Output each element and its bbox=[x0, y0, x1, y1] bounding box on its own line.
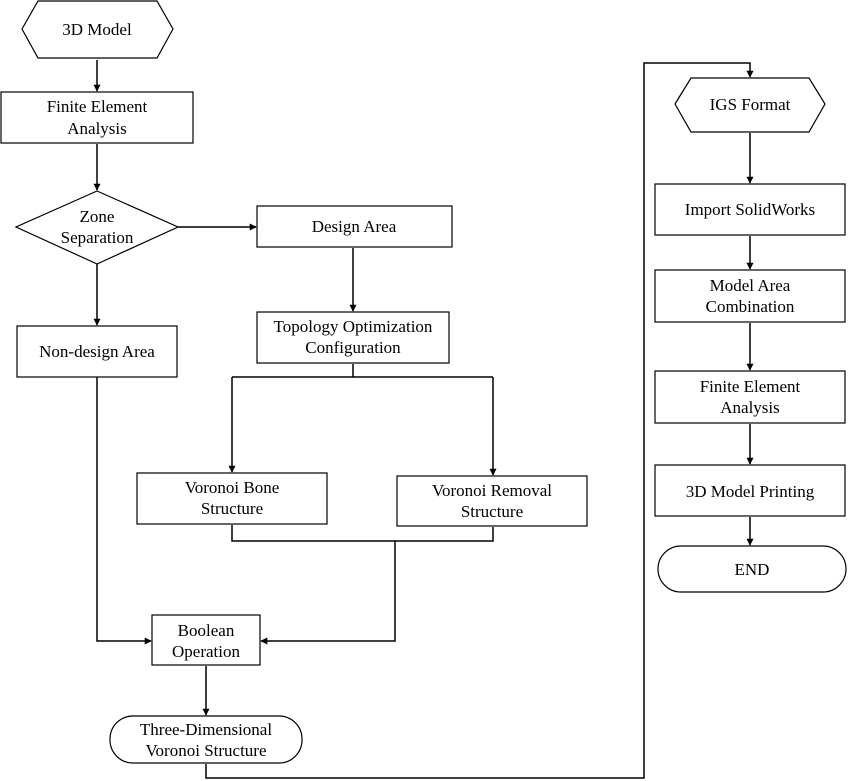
node-3d-model-printing: 3D Model Printing bbox=[654, 464, 846, 517]
node-finite-element-analysis-1: Finite Element Analysis bbox=[0, 91, 194, 144]
node-zone-label-line1: Zone bbox=[80, 207, 115, 226]
node-non-design-area: Non-design Area bbox=[16, 325, 178, 378]
node-end-label: END bbox=[735, 560, 770, 579]
node-bone-label-line1: Voronoi Bone bbox=[185, 478, 280, 497]
node-combo-label-line2: Combination bbox=[706, 297, 795, 316]
node-combo-label-line1: Model Area bbox=[710, 276, 791, 295]
node-igs-format: IGS Format bbox=[674, 77, 826, 133]
node-import-solidworks: Import SolidWorks bbox=[654, 183, 846, 236]
node-voronoi-bone-structure: Voronoi Bone Structure bbox=[136, 472, 328, 525]
node-boolean-label-line2: Operation bbox=[172, 642, 240, 661]
node-3d-voronoi-label-line1: Three-Dimensional bbox=[140, 720, 272, 739]
edge-nondesign-to-boolean bbox=[96, 377, 152, 645]
node-design-area-label: Design Area bbox=[312, 217, 397, 236]
node-model-area-combination: Model Area Combination bbox=[654, 269, 846, 323]
node-end: END bbox=[657, 545, 847, 593]
edge-structures-merge bbox=[231, 525, 494, 542]
node-3d-model-label: 3D Model bbox=[62, 20, 132, 39]
edge-merge-to-boolean bbox=[260, 541, 396, 645]
node-removal-label-line1: Voronoi Removal bbox=[432, 481, 552, 500]
node-igs-format-label: IGS Format bbox=[710, 95, 791, 114]
node-design-area: Design Area bbox=[256, 205, 453, 248]
node-fea-1-label-line1: Finite Element bbox=[47, 97, 148, 116]
node-3d-model: 3D Model bbox=[21, 0, 174, 59]
node-non-design-area-label: Non-design Area bbox=[39, 342, 155, 361]
node-three-dimensional-voronoi: Three-Dimensional Voronoi Structure bbox=[109, 715, 303, 764]
node-3d-voronoi-label-line2: Voronoi Structure bbox=[145, 741, 266, 760]
node-fea-2-label-line1: Finite Element bbox=[700, 377, 801, 396]
node-import-solidworks-label: Import SolidWorks bbox=[685, 200, 815, 219]
node-boolean-operation: Boolean Operation bbox=[151, 614, 261, 666]
node-zone-label-line2: Separation bbox=[61, 228, 134, 247]
node-finite-element-analysis-2: Finite Element Analysis bbox=[654, 370, 846, 424]
node-bone-label-line2: Structure bbox=[201, 499, 263, 518]
connectors bbox=[93, 60, 754, 779]
node-removal-label-line2: Structure bbox=[461, 502, 523, 521]
node-boolean-label-line1: Boolean bbox=[178, 621, 235, 640]
node-fea-2-label-line2: Analysis bbox=[720, 398, 780, 417]
edge-3d-to-igs bbox=[205, 62, 754, 779]
node-printing-label: 3D Model Printing bbox=[686, 482, 815, 501]
node-topo-label-line2: Configuration bbox=[305, 338, 401, 357]
node-fea-1-label-line2: Analysis bbox=[67, 119, 127, 138]
node-voronoi-removal-structure: Voronoi Removal Structure bbox=[396, 475, 588, 527]
node-topology-optimization: Topology Optimization Configuration bbox=[256, 311, 450, 364]
node-topo-label-line1: Topology Optimization bbox=[274, 317, 433, 336]
edge-topo-split bbox=[232, 364, 493, 378]
node-zone-separation: Zone Separation bbox=[14, 190, 180, 265]
